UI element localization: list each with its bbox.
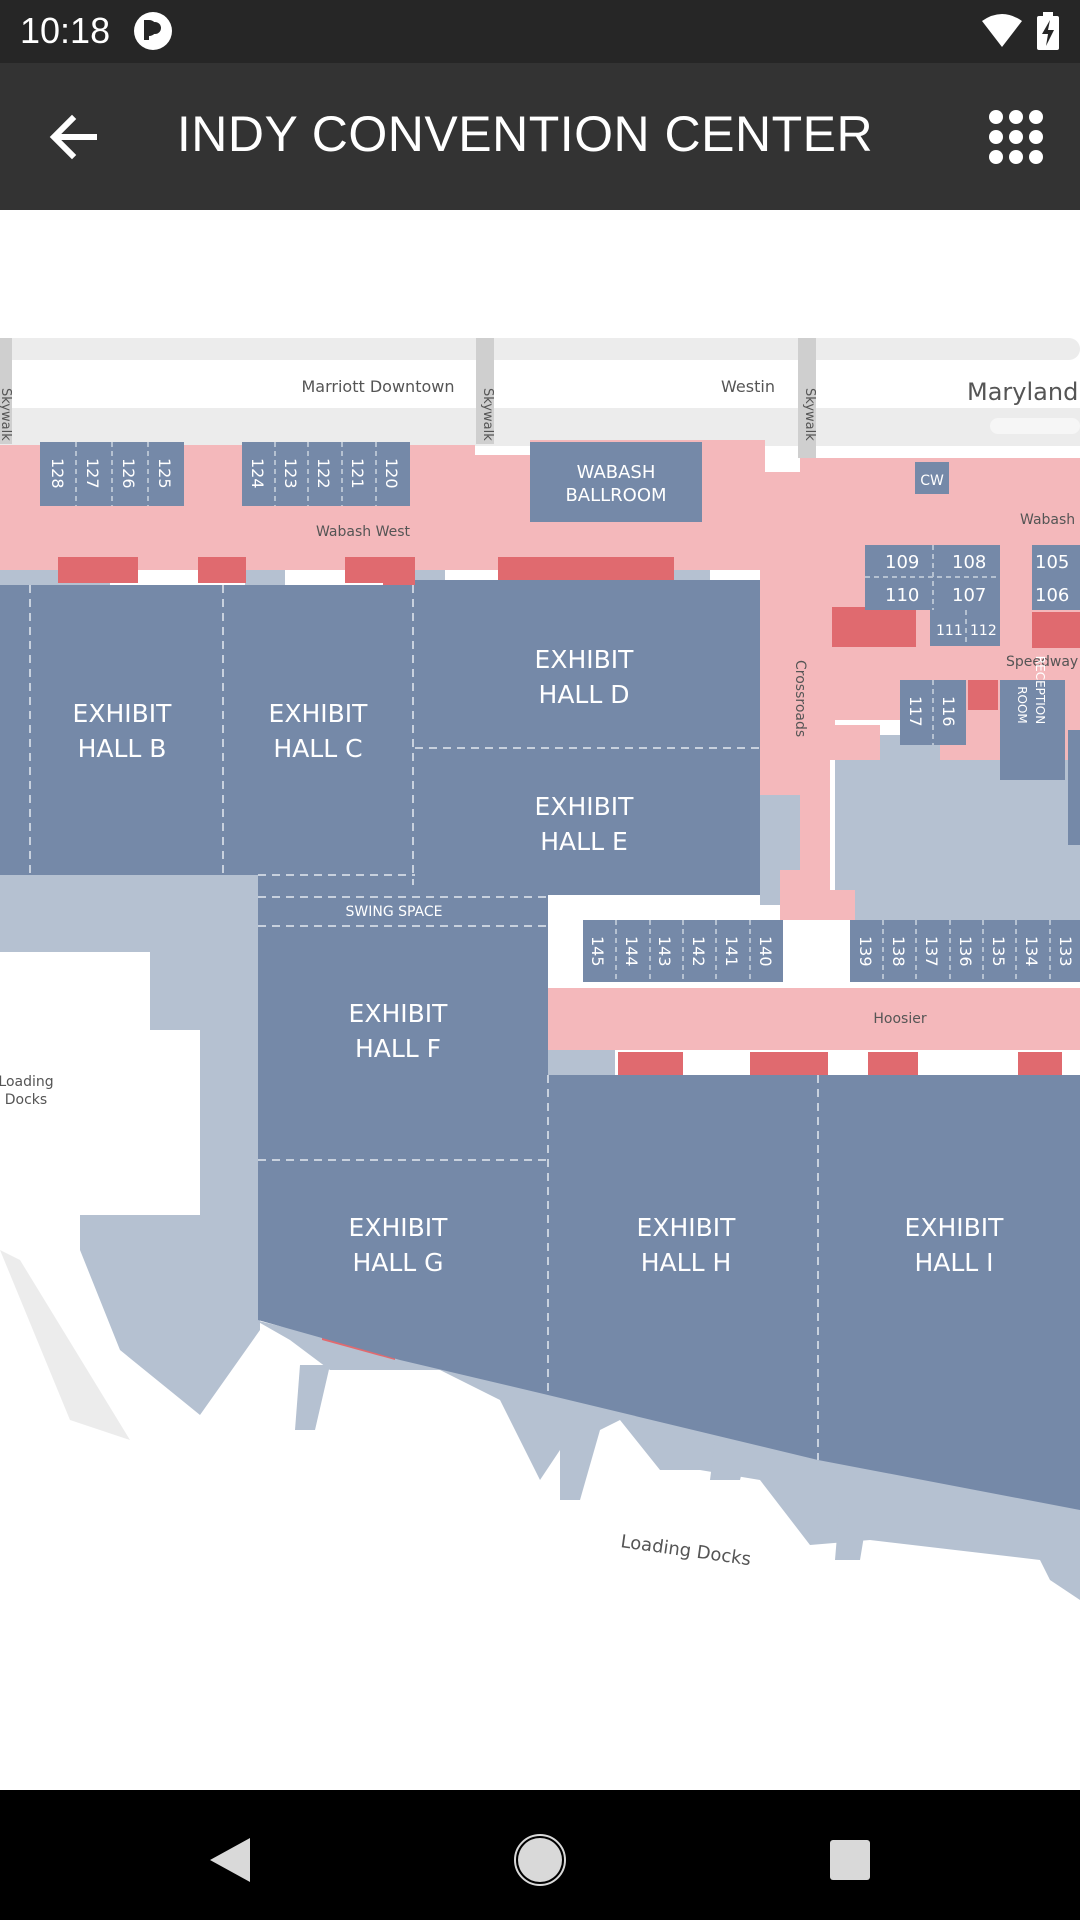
hall-i-label-2: HALL I bbox=[914, 1248, 993, 1277]
reception-label-2: ROOM bbox=[1015, 686, 1029, 724]
street-label-crossroads: Crossroads bbox=[792, 660, 808, 737]
room-135: 135 bbox=[989, 936, 1008, 967]
status-bar: 10:18 bbox=[0, 0, 1080, 63]
hall-b-label-2: HALL B bbox=[78, 734, 167, 763]
room-128: 128 bbox=[48, 458, 67, 489]
skywalk-0 bbox=[0, 338, 12, 444]
hall-e-label-2: HALL E bbox=[540, 827, 628, 856]
room-133: 133 bbox=[1056, 936, 1075, 967]
room-105: 105 bbox=[1035, 552, 1069, 573]
arrow-left-icon[interactable] bbox=[44, 107, 104, 167]
room-141: 141 bbox=[722, 936, 741, 967]
room-121: 121 bbox=[348, 458, 367, 489]
room-144: 144 bbox=[622, 936, 641, 967]
ballroom-label-1: WABASH bbox=[577, 462, 656, 483]
street-label-speedway: Speedway bbox=[1006, 654, 1078, 670]
room-120: 120 bbox=[382, 458, 401, 489]
hall-d-e-block bbox=[415, 580, 760, 895]
hall-c-label-2: HALL C bbox=[273, 734, 362, 763]
room-123: 123 bbox=[281, 458, 300, 489]
street-label-wabash-west: Wabash West bbox=[316, 524, 411, 540]
room-116: 116 bbox=[939, 696, 958, 727]
streets bbox=[0, 338, 1080, 1440]
wifi-icon bbox=[982, 14, 1022, 47]
skywalk-1 bbox=[476, 338, 494, 444]
skywalk-label-2: Skywalk bbox=[802, 388, 817, 441]
page-title: INDY CONVENTION CENTER bbox=[176, 106, 874, 162]
hall-i-label-1: EXHIBIT bbox=[905, 1213, 1005, 1242]
room-137: 137 bbox=[922, 936, 941, 967]
swing-hall-f-block bbox=[258, 875, 548, 1160]
room-124: 124 bbox=[248, 458, 267, 489]
room-107: 107 bbox=[952, 585, 986, 606]
exhibit-halls bbox=[0, 580, 1080, 1510]
room-140: 140 bbox=[756, 936, 775, 967]
loading-docks-left-line2: Docks bbox=[5, 1092, 47, 1108]
hall-g-label-2: HALL G bbox=[352, 1248, 443, 1277]
hall-b-label-1: EXHIBIT bbox=[73, 699, 173, 728]
room-117: 117 bbox=[906, 696, 925, 727]
skywalk-label-1: Skywalk bbox=[480, 388, 495, 441]
status-time: 10:18 bbox=[20, 10, 111, 51]
hall-d-label-2: HALL D bbox=[539, 680, 630, 709]
app-bar: INDY CONVENTION CENTER bbox=[0, 63, 1080, 210]
hall-d-label-1: EXHIBIT bbox=[535, 645, 635, 674]
hall-h-label-2: HALL H bbox=[641, 1248, 732, 1277]
street-label-loading-docks: Loading Docks bbox=[619, 1531, 752, 1570]
room-134: 134 bbox=[1022, 936, 1041, 967]
room-122: 122 bbox=[314, 458, 333, 489]
hall-i-block bbox=[818, 1075, 1080, 1510]
street-label-wabash: Wabash bbox=[1020, 512, 1075, 528]
nav-home-icon[interactable] bbox=[500, 1820, 580, 1900]
room-125: 125 bbox=[155, 458, 174, 489]
hall-h-label-1: EXHIBIT bbox=[637, 1213, 737, 1242]
room-138: 138 bbox=[889, 936, 908, 967]
street-label-westin: Westin bbox=[721, 377, 775, 396]
hall-dividers bbox=[29, 585, 819, 1460]
room-139: 139 bbox=[856, 936, 875, 967]
room-127: 127 bbox=[83, 458, 102, 489]
room-109: 109 bbox=[885, 552, 919, 573]
skywalk-2 bbox=[798, 338, 816, 458]
street-label-maryland: Maryland bbox=[967, 378, 1078, 406]
reception-label-1: RECEPTION bbox=[1033, 656, 1047, 724]
room-142: 142 bbox=[689, 936, 708, 967]
loading-docks-left-line1: Loading bbox=[0, 1074, 54, 1090]
ballroom-label-2: BALLROOM bbox=[565, 485, 666, 506]
room-dividers bbox=[75, 442, 1051, 982]
cw-label: CW bbox=[920, 473, 944, 489]
room-112: 112 bbox=[970, 623, 997, 639]
room-111: 111 bbox=[936, 623, 963, 639]
nav-back-icon[interactable] bbox=[190, 1820, 270, 1900]
room-110: 110 bbox=[885, 585, 919, 606]
battery-charging-icon bbox=[1037, 12, 1059, 50]
hall-g-block bbox=[258, 1160, 548, 1395]
swing-space-label: SWING SPACE bbox=[345, 904, 442, 920]
room-136: 136 bbox=[956, 936, 975, 967]
room-126: 126 bbox=[119, 458, 138, 489]
app-notification-icon bbox=[134, 12, 172, 50]
room-106: 106 bbox=[1035, 585, 1069, 606]
grid-dots-icon[interactable] bbox=[988, 109, 1044, 165]
street-label-hoosier: Hoosier bbox=[873, 1011, 926, 1027]
hall-b-c-block bbox=[0, 585, 415, 875]
hall-f-label-2: HALL F bbox=[355, 1034, 441, 1063]
hall-h-block bbox=[548, 1075, 818, 1460]
hall-c-label-1: EXHIBIT bbox=[269, 699, 369, 728]
hall-e-label-1: EXHIBIT bbox=[535, 792, 635, 821]
system-nav-bar bbox=[0, 1790, 1080, 1920]
hall-g-label-1: EXHIBIT bbox=[349, 1213, 449, 1242]
room-108: 108 bbox=[952, 552, 986, 573]
nav-recents-icon[interactable] bbox=[810, 1820, 890, 1900]
street-label-marriott: Marriott Downtown bbox=[302, 377, 455, 396]
floor-map[interactable]: Marriott Downtown Westin Maryland Wabash… bbox=[0, 210, 1080, 1790]
skywalk-label-0: Skywalk bbox=[0, 388, 13, 441]
room-143: 143 bbox=[655, 936, 674, 967]
hall-f-label-1: EXHIBIT bbox=[349, 999, 449, 1028]
room-145: 145 bbox=[588, 936, 607, 967]
entrances bbox=[58, 557, 1080, 1360]
